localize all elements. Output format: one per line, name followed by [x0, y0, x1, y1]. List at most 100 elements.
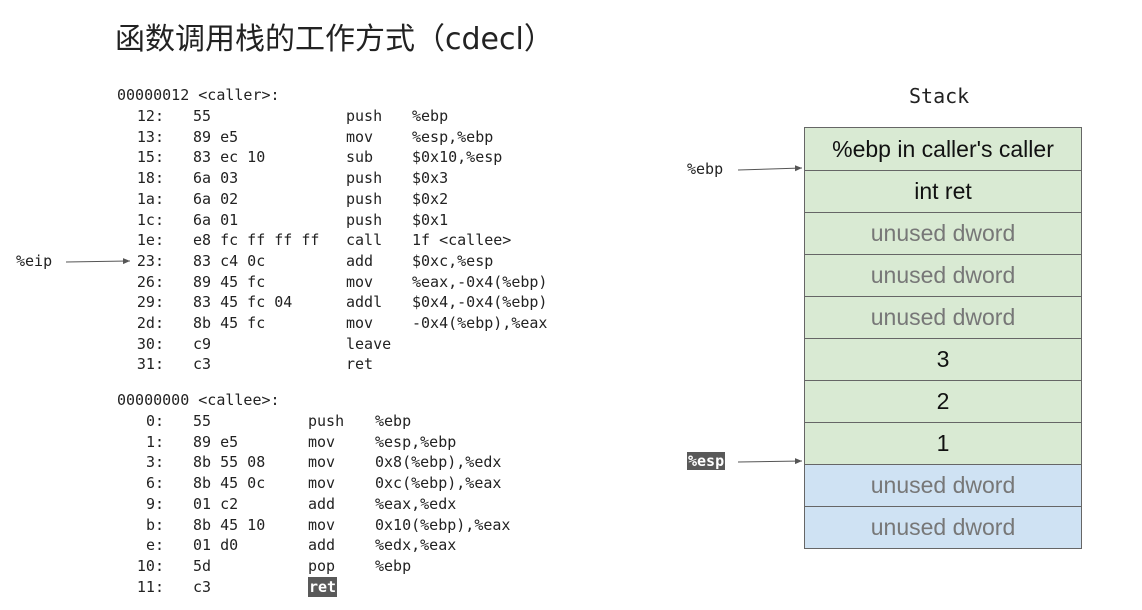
- asm-bytes: 8b 45 10: [193, 515, 266, 534]
- asm-addr: 15:: [136, 148, 164, 167]
- asm-op: mov: [346, 314, 374, 332]
- asm-op: call: [346, 231, 383, 250]
- asm-args: $0xc,%esp: [412, 251, 494, 270]
- asm-addr: 2d:: [136, 314, 164, 332]
- asm-addr: 1a:: [136, 189, 164, 208]
- esp-label: %esp: [687, 452, 726, 470]
- asm-bytes: 8b 55 08: [193, 453, 266, 472]
- caller-line: 1a: 6a 02 push $0x2: [0, 189, 600, 209]
- stack-cell: unused dword: [805, 506, 1081, 548]
- asm-op: push: [346, 107, 383, 125]
- asm-op: push: [346, 189, 383, 208]
- asm-args: 0xc(%ebp),%eax: [375, 474, 502, 493]
- asm-bytes: 8b 45 fc: [193, 314, 266, 332]
- caller-line: 23: 83 c4 0c add $0xc,%esp: [0, 251, 600, 271]
- asm-bytes: 8b 45 0c: [193, 474, 266, 493]
- asm-bytes: 6a 01: [193, 210, 239, 229]
- asm-bytes: 6a 03: [193, 169, 239, 188]
- asm-op: mov: [346, 127, 374, 146]
- asm-bytes: 89 e5: [193, 432, 239, 451]
- esp-highlight: %esp: [687, 452, 726, 470]
- asm-addr: 12:: [136, 107, 164, 125]
- asm-addr: 1e:: [136, 231, 164, 250]
- callee-header: 00000000 <callee>:: [117, 391, 280, 409]
- asm-args: %esp,%ebp: [412, 127, 494, 146]
- caller-header: 00000012 <caller>:: [117, 86, 280, 104]
- asm-addr: 18:: [136, 169, 164, 188]
- asm-bytes: 5d: [193, 556, 212, 575]
- asm-args: 1f <callee>: [412, 231, 512, 250]
- asm-addr: 0:: [145, 412, 164, 430]
- asm-addr: 13:: [136, 127, 164, 146]
- asm-op: pop: [308, 556, 336, 575]
- asm-addr: e:: [145, 536, 164, 555]
- stack-cell: 1: [805, 422, 1081, 464]
- asm-op: push: [308, 412, 345, 430]
- asm-args: -0x4(%ebp),%eax: [412, 314, 548, 332]
- stack-cell: unused dword: [805, 212, 1081, 254]
- asm-op: ret: [308, 576, 338, 597]
- asm-addr: 11:: [136, 577, 164, 596]
- stack-cell: unused dword: [805, 296, 1081, 338]
- asm-bytes: 55: [193, 412, 212, 430]
- asm-addr: 23:: [136, 251, 164, 270]
- caller-line: 2d: 8b 45 fc mov -0x4(%ebp),%eax: [0, 313, 600, 333]
- asm-bytes: 6a 02: [193, 189, 239, 208]
- asm-bytes: 01 c2: [193, 494, 239, 513]
- asm-op: add: [346, 251, 374, 270]
- asm-bytes: 83 ec 10: [193, 148, 266, 167]
- asm-addr: 30:: [136, 334, 164, 353]
- asm-args: %edx,%eax: [375, 536, 457, 555]
- stack-cell: %ebp in caller's caller: [805, 128, 1081, 170]
- asm-addr: 31:: [136, 355, 164, 374]
- stack-cell: unused dword: [805, 254, 1081, 296]
- asm-addr: 26:: [136, 272, 164, 291]
- asm-bytes: 83 c4 0c: [193, 251, 266, 270]
- asm-op: add: [308, 536, 336, 555]
- asm-args: $0x2: [412, 189, 449, 208]
- asm-bytes: c3: [193, 577, 212, 596]
- asm-addr: 6:: [145, 474, 164, 493]
- asm-op: addl: [346, 293, 383, 312]
- callee-line: 6: 8b 45 0c mov 0xc(%ebp),%eax: [0, 473, 600, 493]
- asm-args: %esp,%ebp: [375, 432, 457, 451]
- asm-addr: 9:: [145, 494, 164, 513]
- asm-op: mov: [308, 515, 336, 534]
- asm-op: add: [308, 494, 336, 513]
- caller-line: 13: 89 e5 mov %esp,%ebp: [0, 127, 600, 147]
- asm-addr: 3:: [145, 453, 164, 472]
- asm-bytes: 83 45 fc 04: [193, 293, 293, 312]
- asm-bytes: 89 45 fc: [193, 272, 266, 291]
- asm-args: %ebp: [375, 556, 412, 575]
- stack-cell: unused dword: [805, 464, 1081, 506]
- asm-bytes: c9: [193, 334, 212, 353]
- asm-bytes: e8 fc ff ff ff: [193, 231, 320, 250]
- asm-args: 0x8(%ebp),%edx: [375, 453, 502, 472]
- asm-args: $0x4,-0x4(%ebp): [412, 293, 548, 312]
- asm-op: ret: [346, 355, 374, 374]
- caller-line: 1e: e8 fc ff ff ff call 1f <callee>: [0, 230, 600, 250]
- asm-op: mov: [308, 474, 336, 493]
- page-title: 函数调用栈的工作方式（cdecl）: [115, 22, 554, 57]
- eip-label: %eip: [16, 252, 53, 270]
- ebp-label: %ebp: [687, 160, 724, 178]
- asm-args: $0x1: [412, 210, 449, 229]
- asm-bytes: 89 e5: [193, 127, 239, 146]
- callee-line: 3: 8b 55 08 mov 0x8(%ebp),%edx: [0, 452, 600, 472]
- asm-args: $0x3: [412, 169, 449, 188]
- stack-cell: 3: [805, 338, 1081, 380]
- asm-args: 0x10(%ebp),%eax: [375, 515, 511, 534]
- asm-op: mov: [308, 453, 336, 472]
- asm-args: %eax,-0x4(%ebp): [412, 272, 548, 291]
- ebp-arrow: [737, 165, 803, 172]
